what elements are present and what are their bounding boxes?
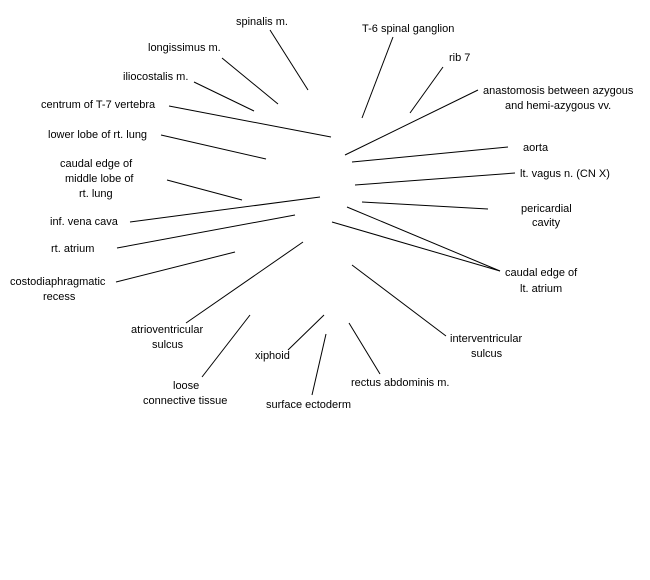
line-anastomosis <box>344 89 479 156</box>
label-costodiaphragmatic-line2: recess <box>43 291 76 303</box>
line-longissimus <box>221 57 279 105</box>
label-vagus: lt. vagus n. (CN X) <box>520 168 610 180</box>
line-av-sulcus <box>185 241 304 324</box>
label-costodiaphragmatic-line1: costodiaphragmatic <box>10 276 106 288</box>
label-middle-lobe-line3: rt. lung <box>79 188 113 200</box>
label-iv-sulcus-line1: interventricular <box>450 333 522 345</box>
label-centrum: centrum of T-7 vertebra <box>41 99 156 111</box>
label-lt-atrium-line2: lt. atrium <box>520 283 562 295</box>
line-middle-lobe <box>166 179 243 201</box>
label-middle-lobe-line1: caudal edge of <box>60 158 133 170</box>
line-vena-cava <box>129 196 321 223</box>
label-middle-lobe-line2: middle lobe of <box>65 173 134 185</box>
line-iv-sulcus <box>351 264 447 337</box>
labels: spinalis m. T-6 spinal ganglion longissi… <box>10 16 634 411</box>
line-centrum <box>168 105 332 138</box>
label-loose-line2: connective tissue <box>143 395 227 407</box>
line-rt-atrium <box>116 214 296 249</box>
line-t6-ganglion <box>361 36 394 119</box>
label-aorta: aorta <box>523 142 549 154</box>
label-pericardial-line2: cavity <box>532 217 561 229</box>
label-av-sulcus-line2: sulcus <box>152 339 184 351</box>
line-costodiaphragmatic <box>115 251 236 283</box>
line-loose-tissue <box>201 314 251 378</box>
line-pericardial <box>361 201 489 210</box>
line-xiphoid <box>287 314 325 351</box>
label-pericardial-line1: pericardial <box>521 203 572 215</box>
line-spinalis <box>269 29 309 91</box>
label-xiphoid: xiphoid <box>255 350 290 362</box>
label-spinalis: spinalis m. <box>236 16 288 28</box>
label-loose-line1: loose <box>173 380 199 392</box>
label-rib7: rib 7 <box>449 52 470 64</box>
label-anastomosis-line2: and hemi-azygous vv. <box>505 100 611 112</box>
label-rectus: rectus abdominis m. <box>351 377 449 389</box>
line-rib7 <box>409 66 444 114</box>
line-surface-ectoderm <box>311 333 327 396</box>
line-aorta <box>351 146 509 163</box>
line-lt-atrium-upper <box>346 206 501 272</box>
label-anastomosis-line1: anastomosis between azygous <box>483 85 634 97</box>
line-iliocostalis <box>193 81 255 112</box>
line-vagus <box>354 172 516 186</box>
line-lt-atrium-lower <box>331 221 501 272</box>
label-t6-ganglion: T-6 spinal ganglion <box>362 23 454 35</box>
line-rectus <box>348 322 381 375</box>
line-lower-lobe <box>160 134 267 160</box>
label-rt-atrium: rt. atrium <box>51 243 94 255</box>
label-surface-ectoderm: surface ectoderm <box>266 399 351 411</box>
label-av-sulcus-line1: atrioventricular <box>131 324 203 336</box>
label-iv-sulcus-line2: sulcus <box>471 348 503 360</box>
label-iliocostalis: iliocostalis m. <box>123 71 188 83</box>
label-vena-cava: inf. vena cava <box>50 216 119 228</box>
leader-lines <box>115 29 516 396</box>
label-lower-lobe: lower lobe of rt. lung <box>48 129 147 141</box>
label-lt-atrium-line1: caudal edge of <box>505 267 578 279</box>
label-longissimus: longissimus m. <box>148 42 221 54</box>
